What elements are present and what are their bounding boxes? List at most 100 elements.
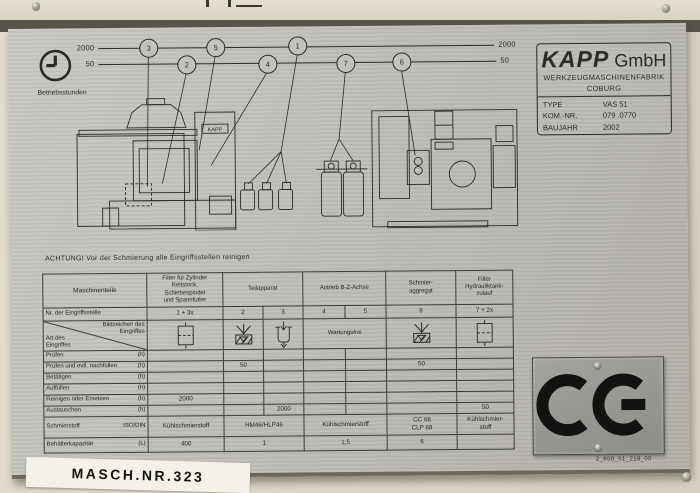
capacity-cell <box>457 434 515 450</box>
value-cell <box>223 382 264 394</box>
wartungsfrei-cell: Wartungsfrei <box>303 318 387 349</box>
value-cell <box>147 349 224 362</box>
lubricant-cell: HM46/HLP46 <box>223 414 305 437</box>
value-cell <box>456 391 514 403</box>
value-cell <box>147 404 224 417</box>
partial-engraved-text <box>228 0 231 7</box>
value-cell <box>147 360 224 373</box>
value-cell: 2000 <box>147 393 224 406</box>
value-cell <box>223 371 264 383</box>
baujahr-field: BAUJAHR 2002 <box>543 122 666 132</box>
value-cell <box>263 392 304 405</box>
value-cell <box>456 347 514 359</box>
value-cell: 50 <box>386 358 457 371</box>
type-label: TYPE <box>542 99 563 109</box>
value-cell <box>345 381 387 393</box>
capacity-cell: 1,5 <box>304 435 388 451</box>
value-cell <box>263 359 304 372</box>
row-label: Prüfen und evtl. nachfüllen(h) <box>43 361 148 374</box>
value-cell <box>386 347 457 360</box>
callout-circle: 6 <box>392 52 412 72</box>
upper-plate-sliver <box>0 0 700 22</box>
picto-cell <box>456 317 514 348</box>
value-cell: 2000 <box>263 403 304 416</box>
flow-through-symbol-icon <box>274 321 292 348</box>
value-cell <box>303 370 346 382</box>
value-cell <box>386 402 457 415</box>
callout-circle: 5 <box>206 38 226 58</box>
col-header-antrieb: Antrieb B-Z-Achse <box>302 271 386 306</box>
picto-corner-top-label: Bildzeichen des Eingriffes <box>102 321 145 336</box>
komnr-value: 079 .0770 <box>602 110 637 120</box>
nameplate-box: KAPP GmbH WERKZEUGMASCHINENFABRIK COBURG… <box>536 42 672 136</box>
filter-symbol-icon <box>476 319 493 346</box>
value-cell <box>386 369 457 382</box>
value-cell <box>386 380 457 393</box>
nr-cell: 5 <box>344 305 387 319</box>
value-cell <box>303 381 346 393</box>
picto-corner-bottom-label: Art des Eingriffes <box>45 335 71 349</box>
value-cell <box>345 403 387 415</box>
value-cell <box>223 404 264 416</box>
callout-circle: 3 <box>139 38 159 58</box>
value-cell: 50 <box>223 360 264 372</box>
lubrication-plate: 2000 50 2000 50 Betriebsstunden 3 5 1 2 … <box>8 23 690 479</box>
value-cell <box>456 369 514 381</box>
ce-mark-icon <box>536 373 646 437</box>
screw-icon <box>682 472 691 481</box>
machine-top-view <box>371 109 519 229</box>
value-cell <box>303 348 346 360</box>
machine-number-label: MASCH.NR.323 <box>25 456 251 493</box>
factory-subtitle: WERKZEUGMASCHINENFABRIK <box>543 72 665 83</box>
col-header-teilapparat: Teilapparat <box>222 271 303 307</box>
capacity-cell: 400 <box>148 436 225 453</box>
nr-cell: 7 + 2x <box>455 304 514 318</box>
col-header-parts: Maschinenteile <box>42 273 147 309</box>
picto-cell <box>147 319 224 351</box>
row-label: Austauschen(h) <box>43 405 148 418</box>
row-label: Auffüllen(h) <box>43 383 148 396</box>
callout-circle: 7 <box>336 53 356 74</box>
partial-engraved-text <box>236 5 262 7</box>
warning-text: ACHTUNG! Vor der Schmierung alle Eingrif… <box>45 253 250 263</box>
komnr-label: KOM.-NR. <box>542 111 578 121</box>
machine-brand-label: KAPP <box>208 127 223 133</box>
nr-cell: 4 <box>302 305 346 319</box>
screw-icon <box>662 4 670 12</box>
value-cell <box>386 391 457 404</box>
filter-symbol-icon <box>177 321 194 349</box>
ce-mark-plate <box>531 356 665 456</box>
value-cell <box>263 348 304 361</box>
filter-trio <box>240 182 294 211</box>
lubricant-cell: Kühlschmierstoff <box>303 414 388 436</box>
nr-cell: 2 <box>222 306 264 320</box>
value-cell <box>223 349 264 361</box>
lubrication-schedule-table: Maschinenteile Filter für Zylinder Reits… <box>42 270 515 454</box>
grinding-machine-side-view: KAPP <box>76 98 237 231</box>
kapp-logo-suffix: GmbH <box>614 50 667 71</box>
capacity-row-label: Behälterkapazität(L) <box>44 437 149 454</box>
picto-cell <box>263 318 304 350</box>
value-cell <box>345 370 387 382</box>
nr-row-label: Nr. der Eingriffsstelle <box>42 307 148 322</box>
nr-cell: 1 + 3x <box>146 306 224 321</box>
value-cell <box>456 380 514 392</box>
city-subtitle: COBURG <box>586 83 622 93</box>
komnr-field: KOM.-NR. 079 .0770 <box>543 110 666 120</box>
clock-icon <box>39 49 72 82</box>
value-cell <box>147 382 224 395</box>
col-header-hydrauliktank: Filter Hydrauliktank- zulauf <box>455 270 513 305</box>
lubricant-cell: CC 68 CLP 68 <box>386 413 458 436</box>
value-cell <box>147 371 224 384</box>
screw-icon <box>593 361 602 369</box>
partial-engraved-text <box>206 0 209 7</box>
col-header-schmieraggregat: Schmier- aggregat <box>385 270 456 306</box>
value-cell <box>303 392 346 404</box>
callout-circle: 2 <box>177 55 197 75</box>
screw-icon <box>32 2 40 10</box>
value-cell <box>345 348 387 360</box>
machine-number-text: MASCH.NR.323 <box>71 465 205 485</box>
value-cell <box>223 393 264 405</box>
value-cell <box>263 381 304 394</box>
